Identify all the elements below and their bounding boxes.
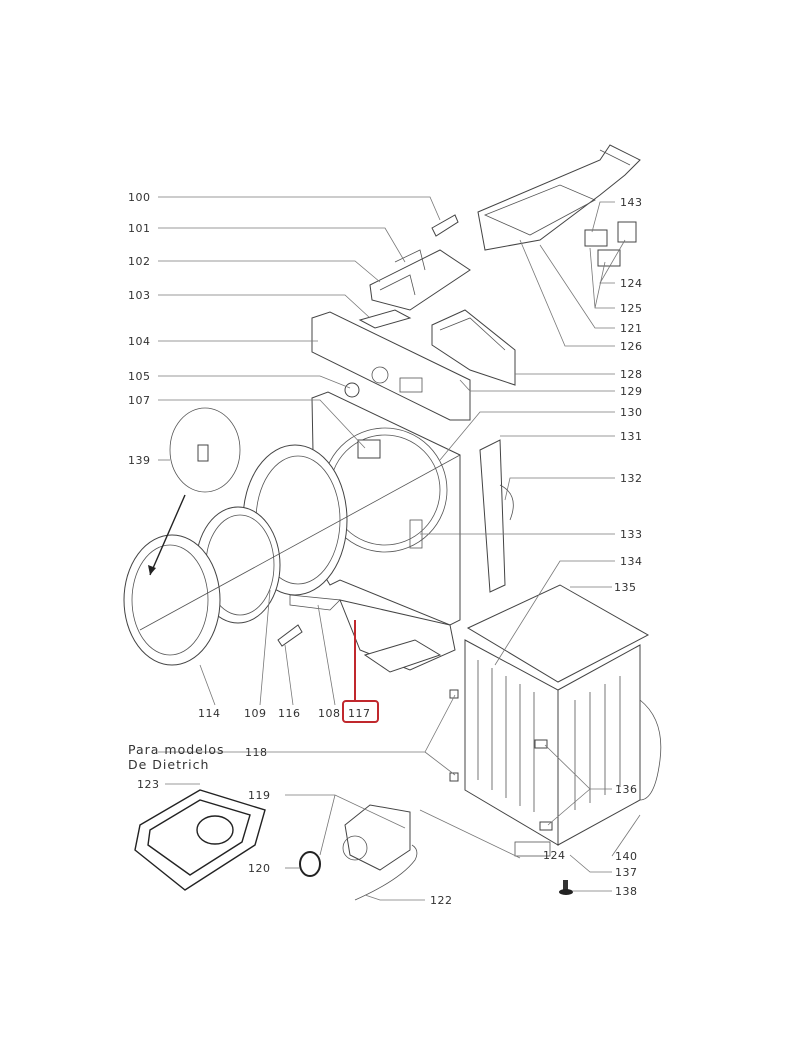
label-118: 118 xyxy=(245,746,268,759)
label-101: 101 xyxy=(128,222,151,235)
label-117[interactable]: 117 xyxy=(348,707,371,720)
label-131: 131 xyxy=(620,430,643,443)
part-labels: 100 101 102 103 104 105 107 139 114 109 … xyxy=(128,191,643,907)
label-130: 130 xyxy=(620,406,643,419)
label-100: 100 xyxy=(128,191,151,204)
label-120: 120 xyxy=(248,862,271,875)
label-128: 128 xyxy=(620,368,643,381)
label-105: 105 xyxy=(128,370,151,383)
label-137: 137 xyxy=(615,866,638,879)
label-133: 133 xyxy=(620,528,643,541)
label-143: 143 xyxy=(620,196,643,209)
label-129: 129 xyxy=(620,385,643,398)
label-136: 136 xyxy=(615,783,638,796)
label-124-bottom: 124 xyxy=(543,849,566,862)
label-124-top: 124 xyxy=(620,277,643,290)
label-121: 121 xyxy=(620,322,643,335)
label-139: 139 xyxy=(128,454,151,467)
leader-lines xyxy=(158,196,641,901)
label-114: 114 xyxy=(198,707,221,720)
label-102: 102 xyxy=(128,255,151,268)
label-134: 134 xyxy=(620,555,643,568)
label-126: 126 xyxy=(620,340,643,353)
label-123: 123 xyxy=(137,778,160,791)
parts xyxy=(123,144,662,901)
label-104: 104 xyxy=(128,335,151,348)
label-140: 140 xyxy=(615,850,638,863)
note-line-1: Para modelos xyxy=(128,742,225,757)
highlight-box-117 xyxy=(342,700,379,723)
label-122: 122 xyxy=(430,894,453,907)
label-103: 103 xyxy=(128,289,151,302)
label-108: 108 xyxy=(318,707,341,720)
label-125: 125 xyxy=(620,302,643,315)
label-119: 119 xyxy=(248,789,271,802)
label-132: 132 xyxy=(620,472,643,485)
label-135: 135 xyxy=(614,581,637,594)
note-line-2: De Dietrich xyxy=(128,757,209,772)
label-116: 116 xyxy=(278,707,301,720)
label-109: 109 xyxy=(244,707,267,720)
label-138: 138 xyxy=(615,885,638,898)
label-107: 107 xyxy=(128,394,151,407)
